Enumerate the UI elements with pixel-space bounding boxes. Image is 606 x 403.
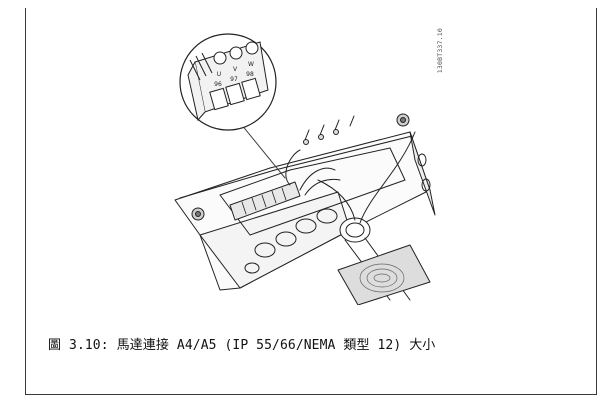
page-frame [25,8,597,395]
motor-connection-figure: U V W 96 97 98 [174,33,436,305]
terminal-97-number: 97 [230,76,238,83]
terminal-connector-callout: U V W 96 97 98 [179,33,277,131]
terminal-98-number: 98 [246,71,254,78]
terminal-u-letter: U [217,71,221,78]
terminal-w-letter: W [248,61,254,68]
terminal-v-letter: V [233,66,238,73]
figure-caption: 圖 3.10: 馬達連接 A4/A5 (IP 55/66/NEMA 類型 12)… [48,338,436,353]
terminal-96-number: 96 [214,81,222,88]
